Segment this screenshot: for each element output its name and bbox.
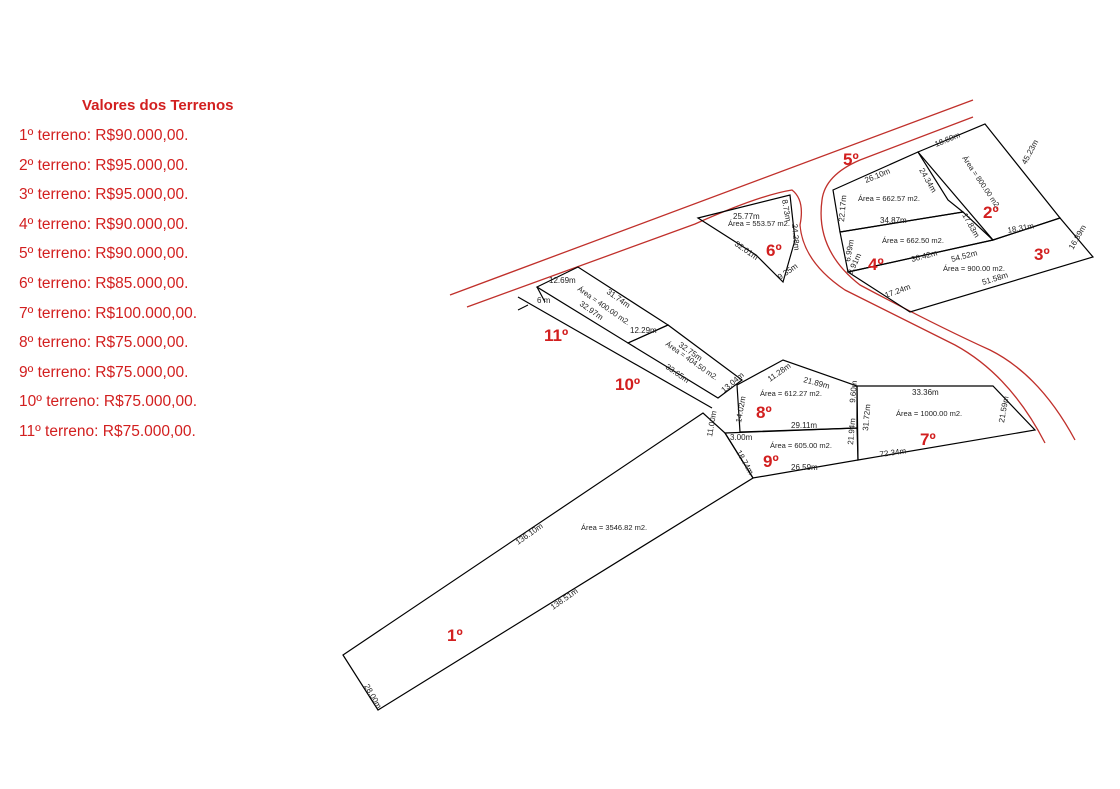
price-item-9: 9º terreno: R$75.000,00. bbox=[19, 363, 189, 381]
lot-label-8: 8º bbox=[756, 403, 772, 422]
dim-label: 32.01m bbox=[733, 239, 760, 262]
dim-label: 54.52m bbox=[950, 248, 978, 264]
price-item-3: 3º terreno: R$95.000,00. bbox=[19, 186, 189, 204]
price-item-4: 4º terreno: R$90.000,00. bbox=[19, 215, 189, 233]
dim-label: 28.00m bbox=[362, 683, 383, 711]
lot-label-10: 10º bbox=[615, 375, 640, 394]
dim-label: 18.60m bbox=[933, 130, 961, 148]
dim-label: 21.94m bbox=[846, 417, 857, 445]
lot-9-area: Área = 605.00 m2. bbox=[770, 441, 832, 450]
lot-10-area: Área = 404.50 m2. bbox=[664, 339, 720, 382]
lot-4-area: Área = 662.50 m2. bbox=[882, 236, 944, 245]
dim-label: 3.00m bbox=[730, 433, 753, 442]
dim-label: 11.00m bbox=[705, 410, 718, 438]
price-list-title: Valores dos Terrenos bbox=[82, 97, 234, 114]
road-curve-edge bbox=[820, 116, 1076, 441]
dim-label: 12.69m bbox=[549, 276, 576, 285]
lot-3-outline bbox=[846, 217, 1095, 313]
lot-label-2: 2º bbox=[983, 203, 999, 222]
dim-label: 33.65m bbox=[664, 362, 691, 385]
price-item-5: 5º terreno: R$90.000,00. bbox=[19, 245, 189, 263]
price-item-6: 6º terreno: R$85.000,00. bbox=[19, 274, 189, 292]
dim-label: 6.99m bbox=[843, 239, 856, 263]
lot-10-outline bbox=[626, 324, 744, 399]
lot-7-outline bbox=[856, 385, 1037, 461]
price-item-8: 8º terreno: R$75.000,00. bbox=[19, 334, 189, 352]
lot-label-1: 1º bbox=[447, 626, 463, 645]
dim-label: 8.73m bbox=[780, 199, 793, 223]
lot-11-boundary bbox=[536, 286, 546, 303]
dim-label: 29.11m bbox=[791, 421, 817, 430]
access-width-arrow bbox=[517, 304, 529, 311]
lot-label-11: 11º bbox=[544, 326, 568, 345]
dim-label: 22.17m bbox=[837, 194, 848, 222]
dim-label: 136.10m bbox=[514, 521, 545, 546]
lot-3-area: Área = 900.00 m2. bbox=[943, 264, 1005, 273]
price-item-11: 11º terreno: R$75.000,00. bbox=[19, 422, 196, 440]
lot-label-3: 3º bbox=[1034, 245, 1050, 264]
dim-label: 17.83m bbox=[960, 212, 981, 240]
lot-label-6: 6º bbox=[766, 241, 782, 260]
dim-label: 26.59m bbox=[791, 463, 818, 472]
lot-10-11-access-line bbox=[517, 296, 713, 409]
price-item-7: 7º terreno: R$100.000,00. bbox=[19, 304, 198, 322]
dim-label: 14.02m bbox=[734, 395, 748, 423]
dim-label: 33.36m bbox=[912, 388, 939, 397]
dim-label: 34.87m bbox=[880, 216, 907, 225]
dim-label: 45.23m bbox=[1020, 138, 1041, 166]
dim-label: 12.29m bbox=[630, 326, 657, 335]
lot-7-area: Área = 1000.00 m2. bbox=[896, 409, 962, 418]
lot-1-area: Área = 3546.82 m2. bbox=[581, 523, 647, 532]
lot-1-outline bbox=[342, 412, 754, 711]
dim-label: 26.10m bbox=[863, 166, 891, 184]
lot-label-5: 5º bbox=[843, 150, 859, 169]
dim-label: 72.34m bbox=[879, 446, 907, 459]
lot-5-outline bbox=[832, 151, 965, 233]
dim-label: 11.28m bbox=[766, 361, 793, 384]
road-lower-edge bbox=[466, 189, 1046, 444]
price-list: 1º terreno: R$90.000,00. 2º terreno: R$9… bbox=[19, 126, 197, 452]
dim-label: 24.28m bbox=[790, 223, 801, 251]
dim-label: 138.51m bbox=[549, 586, 580, 611]
price-item-2: 2º terreno: R$95.000,00. bbox=[19, 156, 189, 174]
lot-6-area: Área = 553.57 m2. bbox=[728, 219, 790, 228]
lot-label-7: 7º bbox=[920, 430, 936, 449]
dim-label: 36.42m bbox=[910, 248, 938, 264]
lot-5-area: Área = 662.57 m2. bbox=[858, 194, 920, 203]
dim-label: 31.72m bbox=[861, 403, 872, 431]
dim-label: 9.60m bbox=[848, 380, 859, 403]
dim-label: 25.77m bbox=[733, 212, 760, 221]
lot-6-outline bbox=[696, 194, 796, 284]
lot-label-4: 4º bbox=[868, 255, 884, 274]
price-item-10: 10º terreno: R$75.000,00. bbox=[19, 393, 198, 411]
dim-label: 18.31m bbox=[1007, 221, 1035, 235]
dim-label: 21.59m bbox=[997, 395, 1011, 423]
lot-label-9: 9º bbox=[763, 452, 779, 471]
dim-label: 17.24m bbox=[884, 282, 912, 300]
lot-8-area: Área = 612.27 m2. bbox=[760, 389, 822, 398]
road-upper-edge bbox=[449, 99, 974, 296]
dim-label: 18.74m bbox=[734, 449, 755, 477]
access-width-label: 6 m bbox=[537, 296, 551, 305]
price-item-1: 1º terreno: R$90.000,00. bbox=[19, 127, 189, 144]
lot-2-area: Área = 800.00 m2. bbox=[960, 154, 1002, 210]
